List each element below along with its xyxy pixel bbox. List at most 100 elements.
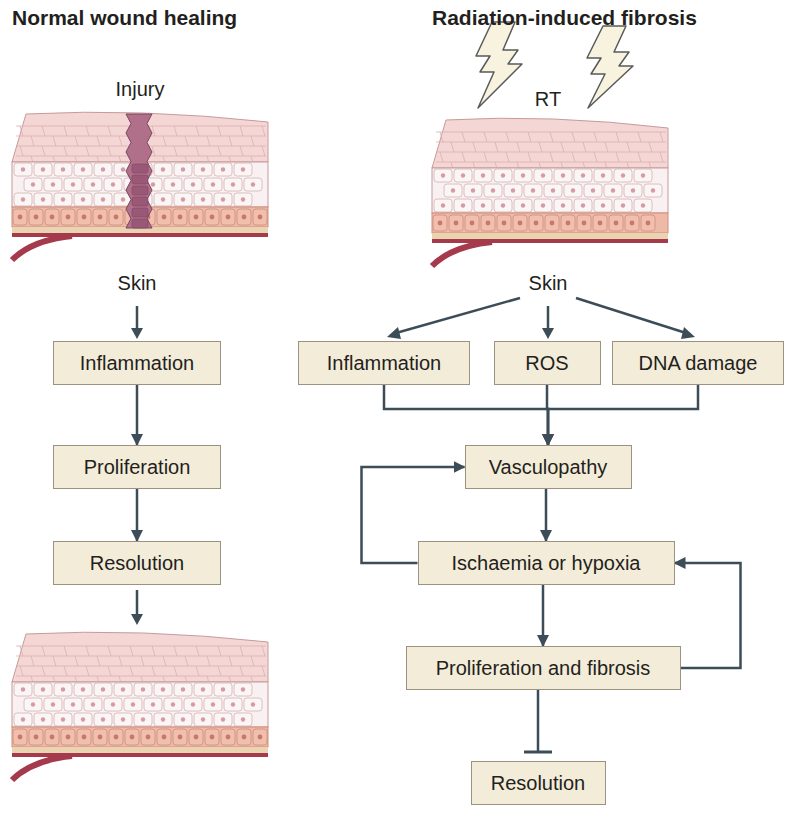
- cell-nucleus: [251, 702, 255, 706]
- cell-nucleus: [161, 167, 165, 171]
- skin-cell: [84, 698, 102, 711]
- arrow-connector: [545, 489, 548, 541]
- surface-line: [64, 126, 67, 136]
- basal-cell: [205, 209, 219, 225]
- surface-line: [528, 132, 531, 142]
- skin-block: [12, 632, 268, 780]
- arrow-line: [547, 306, 550, 330]
- surface-line: [31, 136, 34, 146]
- cell-nucleus: [521, 203, 525, 207]
- basal-cell: [513, 215, 527, 231]
- basal-cell: [237, 209, 251, 225]
- cell-nucleus: [61, 717, 65, 721]
- surface-line: [649, 142, 652, 152]
- surface-line: [152, 126, 155, 136]
- cell-nucleus: [501, 173, 505, 177]
- basal-cell: [93, 209, 107, 225]
- surface-line: [119, 656, 122, 666]
- surface-line: [152, 146, 155, 156]
- cell-nucleus: [61, 687, 65, 691]
- cell-nucleus: [114, 215, 119, 220]
- skin-cell: [144, 698, 162, 711]
- cell-nucleus: [231, 182, 235, 186]
- basal-cell: [641, 215, 655, 231]
- cell-nucleus: [534, 221, 539, 226]
- inhibition-connector: [537, 690, 540, 752]
- cell-nucleus: [101, 167, 105, 171]
- skin-cell: [214, 163, 232, 176]
- cell-nucleus: [50, 215, 55, 220]
- skin-cell: [14, 163, 32, 176]
- skin-cell: [114, 713, 132, 726]
- skin-cell: [514, 169, 532, 182]
- basal-cell: [221, 729, 235, 745]
- skin-cell: [194, 193, 212, 206]
- basal-layer: [432, 213, 668, 233]
- cell-nucleus: [98, 215, 103, 220]
- arrow-line: [136, 590, 139, 616]
- surface-line: [196, 646, 199, 656]
- skin-cell: [244, 698, 262, 711]
- cell-nucleus: [550, 221, 555, 226]
- surface-line: [638, 132, 641, 142]
- cell-nucleus: [598, 221, 603, 226]
- cell-nucleus: [221, 687, 225, 691]
- process-box: Vasculopathy: [465, 445, 632, 489]
- surface-line: [16, 666, 266, 667]
- skin-cell: [34, 683, 52, 696]
- skin-cell: [504, 184, 522, 197]
- cell-nucleus: [511, 188, 515, 192]
- basal-cell: [465, 215, 479, 231]
- basal-cell: [189, 209, 203, 225]
- cell-nucleus: [210, 215, 215, 220]
- basal-cell: [497, 215, 511, 231]
- cell-nucleus: [242, 215, 247, 220]
- skin-cell: [434, 169, 452, 182]
- cell-nucleus: [131, 702, 135, 706]
- cell-nucleus: [551, 188, 555, 192]
- skin-block: [12, 112, 268, 260]
- surface-line: [185, 656, 188, 666]
- skin-cell: [174, 193, 192, 206]
- surface-line: [64, 666, 67, 676]
- basal-cell: [125, 729, 139, 745]
- box-text: Inflammation: [80, 352, 195, 374]
- surface-line: [506, 152, 509, 162]
- skin-cell: [94, 163, 112, 176]
- skin-cell: [54, 713, 72, 726]
- cell-nucleus: [21, 687, 25, 691]
- cell-nucleus: [621, 203, 625, 207]
- surface-line: [86, 646, 89, 656]
- skin-cell: [524, 184, 542, 197]
- cell-nucleus: [81, 197, 85, 201]
- cell-nucleus: [161, 687, 165, 691]
- basal-cell: [433, 215, 447, 231]
- process-box: Proliferation and fibrosis: [406, 646, 681, 690]
- cell-nucleus: [51, 702, 55, 706]
- skin-cell: [74, 163, 92, 176]
- cell-nucleus: [162, 215, 167, 220]
- skin-cell: [234, 163, 252, 176]
- surface-line: [262, 666, 265, 676]
- cell-nucleus: [162, 735, 167, 740]
- box-text: Vasculopathy: [489, 456, 608, 478]
- surface-line: [207, 136, 210, 146]
- surface-line: [152, 666, 155, 676]
- skin-cell: [64, 178, 82, 191]
- skin-cell: [634, 169, 652, 182]
- cell-nucleus: [241, 687, 245, 691]
- surface-line: [218, 666, 221, 676]
- cell-nucleus: [21, 167, 25, 171]
- wound-cell: [132, 197, 148, 206]
- surface-line: [440, 152, 443, 162]
- cell-nucleus: [441, 203, 445, 207]
- cell-nucleus: [201, 167, 205, 171]
- surface-line: [251, 656, 254, 666]
- skin-cell: [454, 169, 472, 182]
- basal-cell: [577, 215, 591, 231]
- epidermis-layer: [432, 168, 668, 213]
- surface-line: [20, 646, 23, 656]
- skin-cell: [204, 178, 222, 191]
- cell-nucleus: [571, 188, 575, 192]
